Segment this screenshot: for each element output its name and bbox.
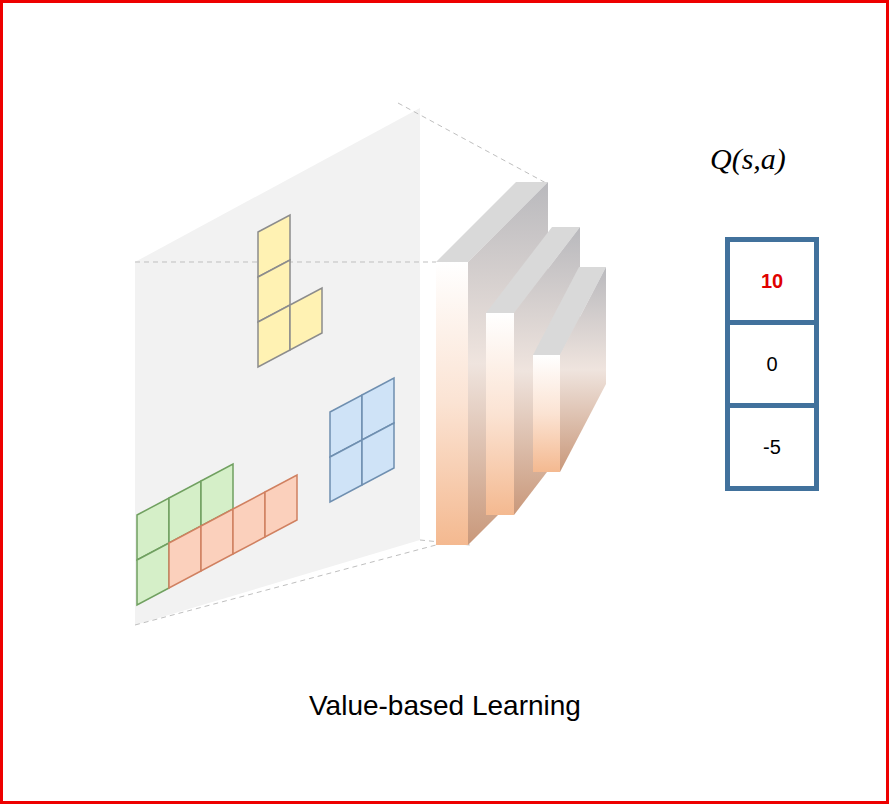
q-function-label: Q(s,a) xyxy=(710,142,786,176)
tetris-cell xyxy=(201,509,233,571)
game-board xyxy=(135,108,420,625)
q-value: 0 xyxy=(766,353,777,376)
layer-face xyxy=(533,355,560,472)
q-value: -5 xyxy=(763,436,781,459)
caption: Value-based Learning xyxy=(309,690,581,722)
tetris-cell xyxy=(137,543,169,605)
tetris-cell xyxy=(169,526,201,588)
q-value-box: -5 xyxy=(725,403,819,491)
tetris-cell xyxy=(265,475,297,537)
q-value: 10 xyxy=(761,270,783,293)
tetris-cell xyxy=(362,423,394,485)
tetris-blocks xyxy=(137,215,394,605)
layer-face xyxy=(486,313,514,515)
tetris-cell xyxy=(258,305,290,367)
q-value-box: 10 xyxy=(725,237,819,325)
tetris-cell xyxy=(233,492,265,554)
layer-face xyxy=(560,267,606,472)
layer-face xyxy=(436,262,468,545)
cnn-layers xyxy=(436,182,606,545)
q-value-box: 0 xyxy=(725,320,819,408)
tetris-cell xyxy=(330,440,362,502)
tetris-cell xyxy=(290,288,322,350)
